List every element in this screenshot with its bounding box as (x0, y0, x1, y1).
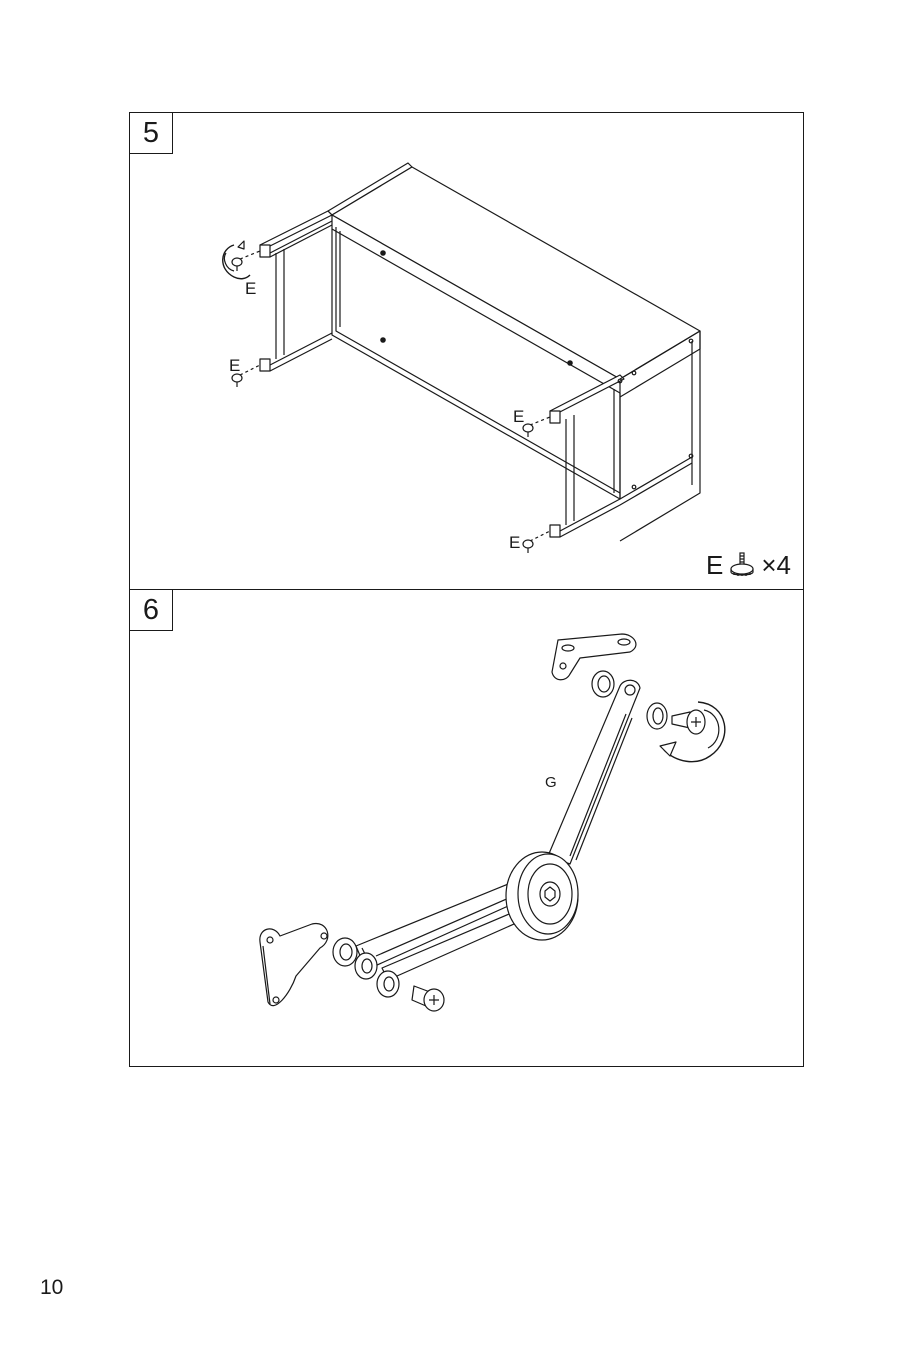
step-5-panel: 5 (129, 112, 804, 590)
part-label-e: E (229, 357, 240, 374)
lift-mechanism-illustration (130, 590, 805, 1068)
page-number: 10 (40, 1276, 63, 1300)
part-label-e: E (245, 280, 256, 297)
part-label-g: G (545, 774, 557, 791)
step-6-panel: 6 (129, 589, 804, 1067)
leveling-foot-icon (729, 551, 755, 579)
legend-quantity: ×4 (761, 552, 791, 578)
parts-legend: E ×4 (706, 551, 791, 579)
part-label-e: E (509, 534, 520, 551)
legend-part-letter: E (706, 552, 723, 578)
part-label-e: E (513, 408, 524, 425)
frame-assembly-illustration (130, 113, 805, 591)
